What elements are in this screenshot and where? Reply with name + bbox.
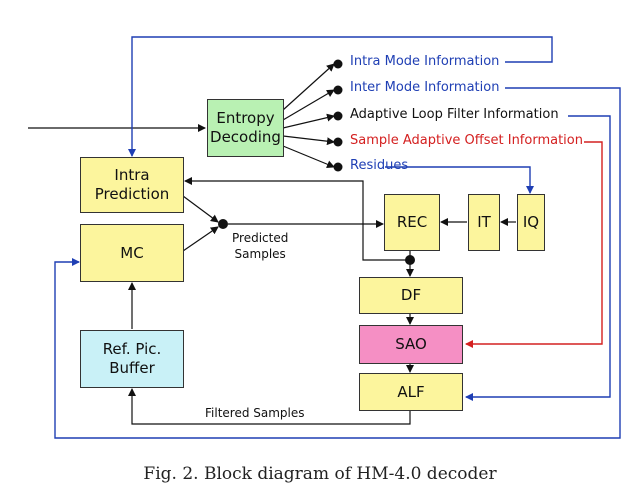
residue-line	[385, 166, 534, 194]
mc-block: MC	[80, 224, 184, 282]
intra-prediction-block: Intra Prediction	[80, 157, 184, 213]
entropy-output-arrows	[282, 63, 335, 169]
output-label-alf: Adaptive Loop Filter Information	[350, 107, 559, 122]
filtered-samples-line	[128, 388, 411, 425]
alf-info-line	[465, 115, 611, 401]
inter-mode-line	[54, 87, 621, 439]
filtered-samples-label: Filtered Samples	[205, 406, 305, 420]
entropy-decoding-block: Entropy Decoding	[207, 99, 284, 157]
sao-block: SAO	[359, 325, 463, 364]
mc-to-junction	[182, 226, 219, 252]
ref-pic-buffer-block: Ref. Pic. Buffer	[80, 330, 184, 388]
alf-block: ALF	[359, 373, 463, 411]
figure-caption: Fig. 2. Block diagram of HM-4.0 decoder	[143, 464, 497, 484]
predicted-samples-label: Predicted Samples	[232, 231, 289, 261]
it-block: IT	[468, 194, 500, 251]
output-dots	[333, 59, 343, 172]
intra-mode-line	[128, 36, 553, 157]
output-label-intra-mode: Intra Mode Information	[350, 54, 500, 69]
df-block: DF	[359, 277, 463, 314]
output-label-inter-mode: Inter Mode Information	[350, 80, 500, 95]
iq-block: IQ	[517, 194, 545, 251]
output-label-sao: Sample Adaptive Offset Information	[350, 133, 583, 148]
rec-to-intra-line	[184, 177, 410, 261]
rec-block: REC	[384, 194, 440, 251]
output-label-residues: Residues	[350, 158, 409, 173]
intra-to-junction	[182, 195, 219, 223]
prediction-junction-dot	[218, 219, 228, 229]
sao-info-line	[465, 141, 603, 348]
